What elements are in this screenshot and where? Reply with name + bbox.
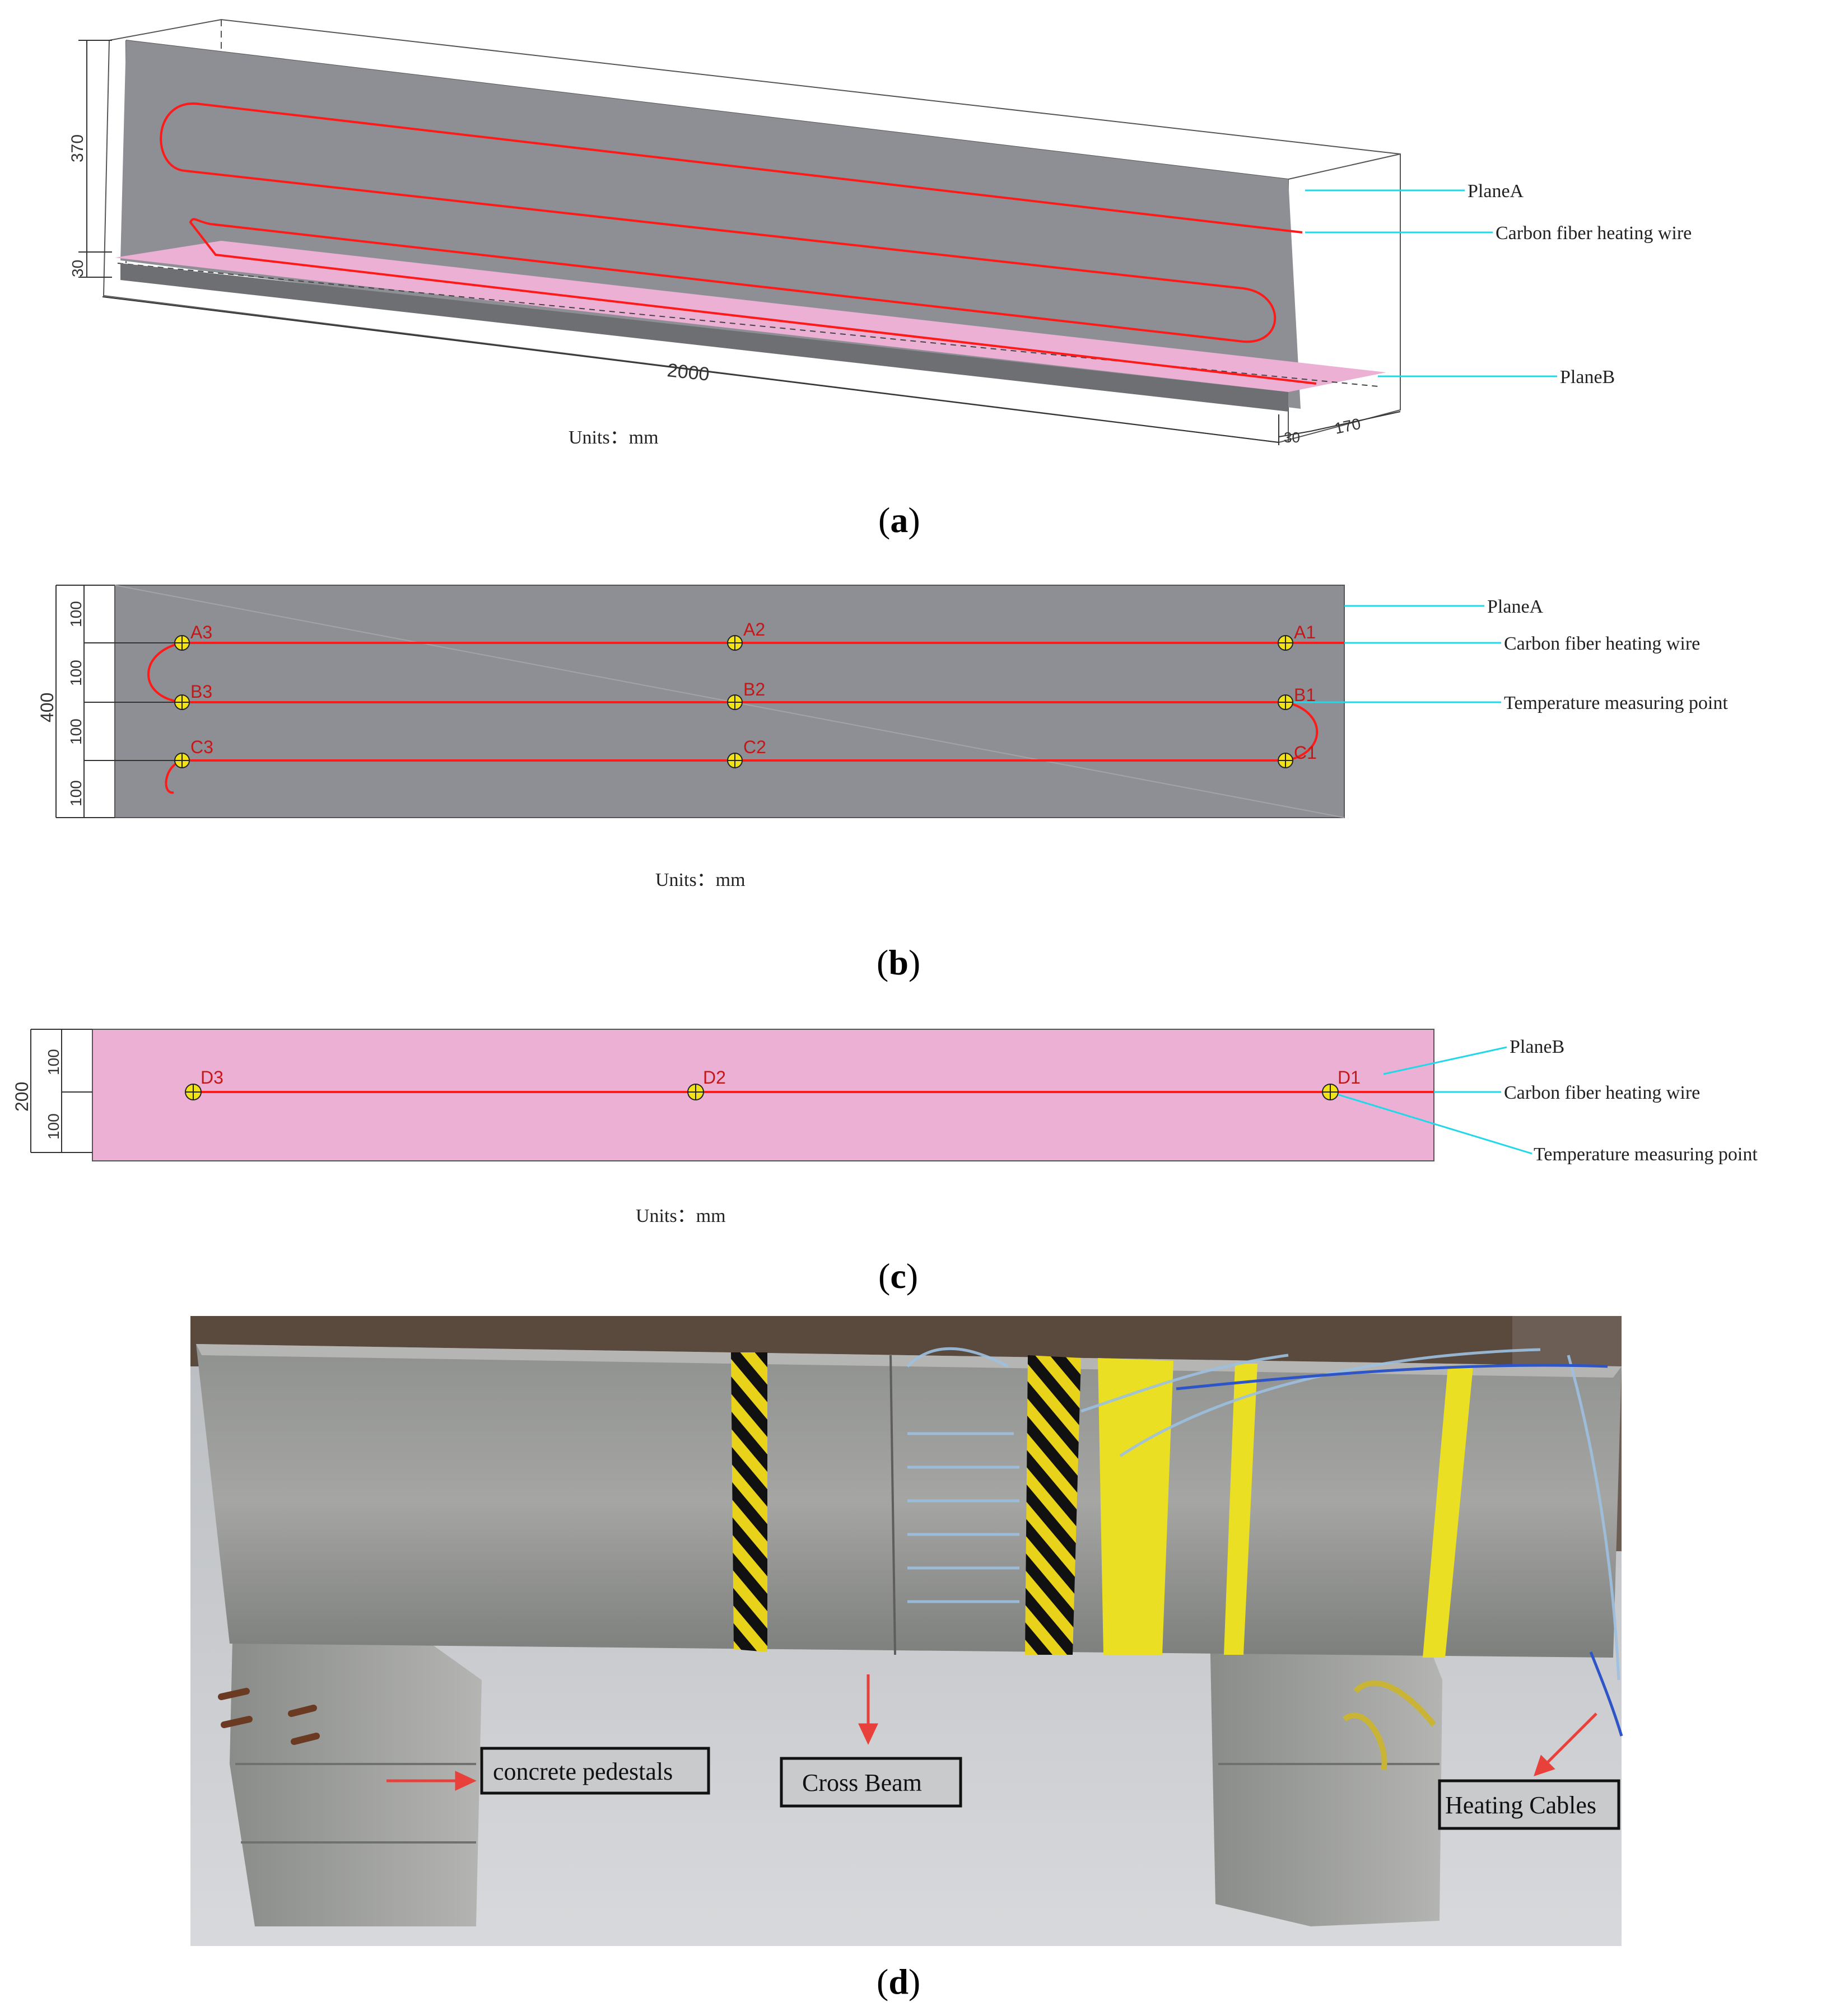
right-pedestal [1210, 1630, 1442, 1926]
dim-c-100-2: 100 [45, 1113, 62, 1140]
caption-d: (d) [877, 1962, 920, 2001]
label-a1: A1 [1294, 622, 1316, 642]
dim-2000: 2000 [666, 360, 710, 385]
point-b1 [1278, 694, 1293, 710]
label-b3: B3 [190, 682, 212, 702]
units-a: Units：mm [569, 427, 659, 448]
panel-b: 100 100 100 100 400 A3 A2 A1 B3 B2 B1 C3… [37, 585, 1728, 982]
dim-b-100-2: 100 [67, 660, 85, 686]
point-d3 [185, 1084, 202, 1100]
dim-c-100-1: 100 [45, 1049, 62, 1075]
label-d2: D2 [703, 1067, 726, 1088]
panel-c: 100 100 200 D3 D2 D1 PlaneB Carbon fiber… [12, 1029, 1758, 1296]
units-b: Units：mm [655, 870, 746, 890]
label-d1: D1 [1338, 1067, 1361, 1088]
label-c2: C2 [743, 737, 766, 757]
point-c2 [727, 753, 743, 768]
label-a3: A3 [190, 622, 212, 642]
dim-30-right: 30 [1284, 429, 1300, 446]
point-a1 [1278, 635, 1293, 651]
panel-a: 370 30 2000 30 170 PlaneA Carbon fiber h… [68, 18, 1692, 540]
yellow-strap-3 [1423, 1366, 1473, 1658]
dim-b-100-1: 100 [67, 601, 85, 627]
point-b3 [174, 694, 190, 710]
label-c-wire: Carbon fiber heating wire [1504, 1082, 1700, 1103]
label-d3: D3 [201, 1067, 223, 1088]
points-b [174, 635, 1293, 768]
wire-b [147, 642, 1344, 794]
point-b2 [727, 694, 743, 710]
point-c1 [1278, 753, 1293, 768]
yellow-strap-1 [1098, 1358, 1173, 1655]
label-a2: A2 [743, 619, 765, 640]
box-heating-cables [1438, 1779, 1620, 1830]
label-wire: Carbon fiber heating wire [1496, 223, 1692, 244]
caption-a: (a) [878, 500, 920, 540]
label-cross-beam: Cross Beam [802, 1769, 922, 1796]
label-pedestals: concrete pedestals [493, 1758, 673, 1785]
hazard-tape-right [1025, 1355, 1081, 1655]
label-b-plane-a: PlaneA [1487, 596, 1544, 617]
label-heating-cables: Heating Cables [1445, 1791, 1596, 1819]
dim-b-400: 400 [37, 693, 57, 722]
dim-370: 370 [68, 134, 87, 162]
label-plane-b: PlaneB [1560, 367, 1615, 388]
box-cross-beam [780, 1757, 962, 1808]
label-plane-a: PlaneA [1468, 181, 1524, 202]
point-a3 [174, 635, 190, 651]
panel-d-photo: concrete pedestals Cross Beam Heating Ca… [190, 1316, 1623, 2001]
dim-170: 170 [1333, 415, 1362, 437]
wire-3d [160, 102, 1317, 385]
point-c3 [174, 753, 190, 768]
left-pedestal [230, 1624, 482, 1926]
dim-30-left: 30 [69, 260, 86, 277]
label-b-wire: Carbon fiber heating wire [1504, 633, 1700, 654]
label-c-plane-b: PlaneB [1510, 1037, 1564, 1057]
label-c-temp: Temperature measuring point [1534, 1144, 1758, 1165]
label-b2: B2 [743, 679, 765, 699]
plane-b-rect [92, 1029, 1434, 1161]
dim-b-100-3: 100 [67, 718, 85, 745]
dim-b-100-4: 100 [67, 780, 85, 806]
hazard-tape-left [731, 1352, 767, 1652]
points-c [185, 1084, 1339, 1100]
label-b-temp: Temperature measuring point [1504, 693, 1728, 713]
label-c1: C1 [1294, 743, 1317, 763]
point-a2 [727, 635, 743, 651]
label-c3: C3 [190, 737, 213, 757]
caption-b: (b) [877, 942, 920, 982]
point-d2 [687, 1084, 704, 1100]
yellow-strap-2 [1224, 1364, 1257, 1655]
plane-a-surface [120, 40, 1301, 409]
caption-c: (c) [878, 1256, 918, 1296]
box-pedestals [480, 1747, 710, 1795]
point-d1 [1322, 1084, 1339, 1100]
dim-c-200: 200 [12, 1082, 32, 1112]
units-c: Units：mm [636, 1206, 726, 1226]
